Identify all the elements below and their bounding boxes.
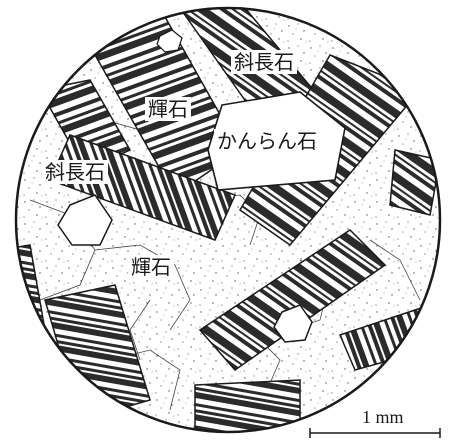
scale-label: 1 mm bbox=[362, 408, 404, 426]
label-pyroxene-top: 輝石 bbox=[145, 97, 191, 121]
label-plagioclase-top: 斜長石 bbox=[231, 50, 297, 74]
label-pyroxene-bottom: 輝石 bbox=[128, 255, 174, 279]
label-plagioclase-left: 斜長石 bbox=[42, 160, 108, 184]
label-olivine: かんらん石 bbox=[214, 129, 320, 153]
